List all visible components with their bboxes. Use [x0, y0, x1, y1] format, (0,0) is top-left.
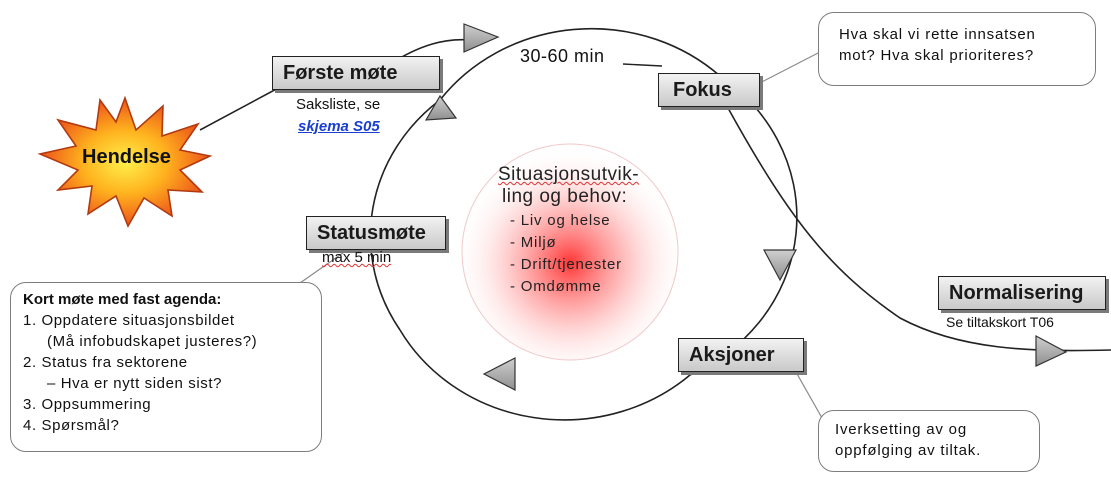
- center-situation-panel: Situasjonsutvik- ling og behov: - Liv og…: [498, 164, 668, 298]
- first-meeting-box[interactable]: Første møte: [272, 56, 440, 90]
- center-title-line-1: Situasjonsutvik-: [498, 164, 668, 186]
- status-meeting-time-note-text: max 5 min: [322, 249, 392, 266]
- actions-callout-pointer: [791, 364, 827, 426]
- actions-callout-line-2: oppfølging av tiltak.: [835, 442, 982, 459]
- actions-box[interactable]: Aksjoner: [678, 338, 804, 372]
- actions-callout: Iverksetting av og oppfølging av tiltak.: [818, 410, 1040, 472]
- center-need-item: - Omdømme: [510, 278, 602, 295]
- center-title-line-2: ling og behov:: [502, 186, 628, 207]
- focus-callout: Hva skal vi rette innsatsen mot? Hva ska…: [818, 12, 1096, 86]
- agenda-line: 3. Oppsummering: [23, 396, 152, 413]
- center-glow: [462, 144, 678, 360]
- arrow-normalization: [1035, 335, 1068, 367]
- agenda-form-link[interactable]: skjema S05: [298, 118, 380, 135]
- cycle-duration-label: 30-60 min: [520, 46, 605, 66]
- actions-callout-line-1: Iverksetting av og: [835, 421, 967, 438]
- center-title-line-1-text: Situasjonsutvik-: [498, 164, 640, 185]
- normalization-box[interactable]: Normalisering: [938, 276, 1106, 310]
- first-meeting-agenda-text: Saksliste, se: [296, 96, 381, 113]
- focus-callout-pointer: [753, 51, 821, 87]
- center-need-item: - Liv og helse: [510, 212, 611, 229]
- cycle-arc-left: [369, 99, 441, 331]
- cycle-arc-bottom: [399, 329, 691, 421]
- agenda-line: 4. Spørsmål?: [23, 417, 120, 434]
- agenda-callout: Kort møte med fast agenda: 1. Oppdatere …: [10, 282, 322, 452]
- arrow-cycle-right: [763, 249, 797, 282]
- center-glow-rim: [461, 143, 679, 361]
- agenda-line: 1. Oppdatere situasjonsbildet: [23, 312, 235, 329]
- focus-box[interactable]: Fokus: [658, 73, 760, 107]
- normalization-note: Se tiltakskort T06: [946, 314, 1054, 330]
- agenda-line: (Må infobudskapet justeres?): [47, 333, 258, 350]
- cycle-arc-top: [439, 27, 721, 101]
- arrow-cycle-left: [424, 94, 458, 121]
- event-label: Hendelse: [82, 146, 171, 168]
- duration-leader: [622, 63, 663, 67]
- status-meeting-box[interactable]: Statusmøte: [306, 216, 446, 250]
- arrow-cycle-bottom: [482, 357, 516, 391]
- normalization-path: [727, 107, 1111, 352]
- agenda-line: – Hva er nytt siden sist?: [47, 375, 223, 392]
- agenda-title: Kort møte med fast agenda:: [23, 291, 222, 308]
- event-connector: [199, 85, 283, 131]
- status-meeting-time-note: max 5 min: [322, 249, 391, 266]
- focus-callout-line-2: mot? Hva skal prioriteres?: [839, 47, 1035, 64]
- arrow-first-meeting: [463, 23, 500, 53]
- focus-callout-line-1: Hva skal vi rette innsatsen: [839, 26, 1036, 43]
- center-needs-list: - Liv og helse - Miljø - Drift/tjenester…: [510, 210, 668, 298]
- center-need-item: - Drift/tjenester: [510, 256, 622, 273]
- cycle-arc-right: [689, 75, 798, 376]
- event-starburst-icon: [37, 95, 213, 228]
- center-need-item: - Miljø: [510, 234, 557, 251]
- agenda-line: 2. Status fra sektorene: [23, 354, 188, 371]
